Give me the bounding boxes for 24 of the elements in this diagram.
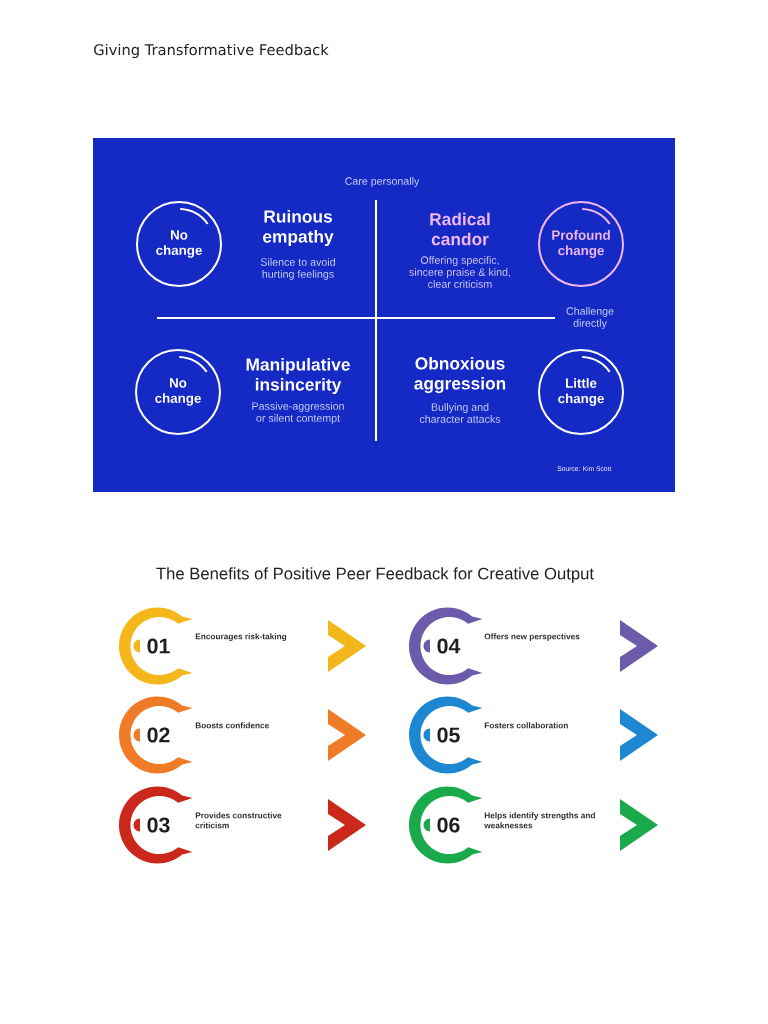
section-title: The Benefits of Positive Peer Feedback for Creative Output — [156, 567, 594, 583]
quadrant-description: Bullying and character attacks — [419, 403, 501, 423]
axis-label: Care personally — [345, 177, 420, 187]
quadrant-heading: Radical candor — [430, 212, 490, 246]
page-heading: Giving Transformative Feedback — [94, 43, 329, 59]
quadrant-heading: Ruinous empathy — [263, 209, 334, 247]
quadrant-description: Passive-aggression or silent contempt — [252, 402, 344, 424]
numbered-ring: 06 — [409, 786, 483, 864]
numbered-ring: 03 — [119, 786, 193, 864]
numbered-ring: 05 — [409, 696, 483, 774]
item-text: Provides constructive criticism — [195, 812, 282, 829]
numbered-ring: 04 — [409, 607, 483, 685]
quadrant-description: Offering specific, sincere praise & kind, clear criticism — [409, 256, 510, 288]
numbered-ring: 02 — [119, 696, 193, 774]
item-text: Encourages risk-taking — [195, 633, 287, 641]
quadrant-description: Silence to avoid hurting feelings — [260, 258, 335, 280]
item-text: Fosters collaboration — [484, 722, 568, 729]
quadrant-heading: Obnoxious aggression — [414, 356, 506, 394]
item-text: Boosts confidence — [195, 722, 269, 729]
numbered-ring: 01 — [119, 607, 193, 685]
item-text: Offers new perspectives — [484, 633, 580, 641]
quadrant-heading: Manipulative insincerity — [246, 357, 350, 395]
axis-label: Challenge directly — [566, 307, 614, 329]
item-text: Helps identify strengths and weaknesses — [484, 812, 595, 829]
